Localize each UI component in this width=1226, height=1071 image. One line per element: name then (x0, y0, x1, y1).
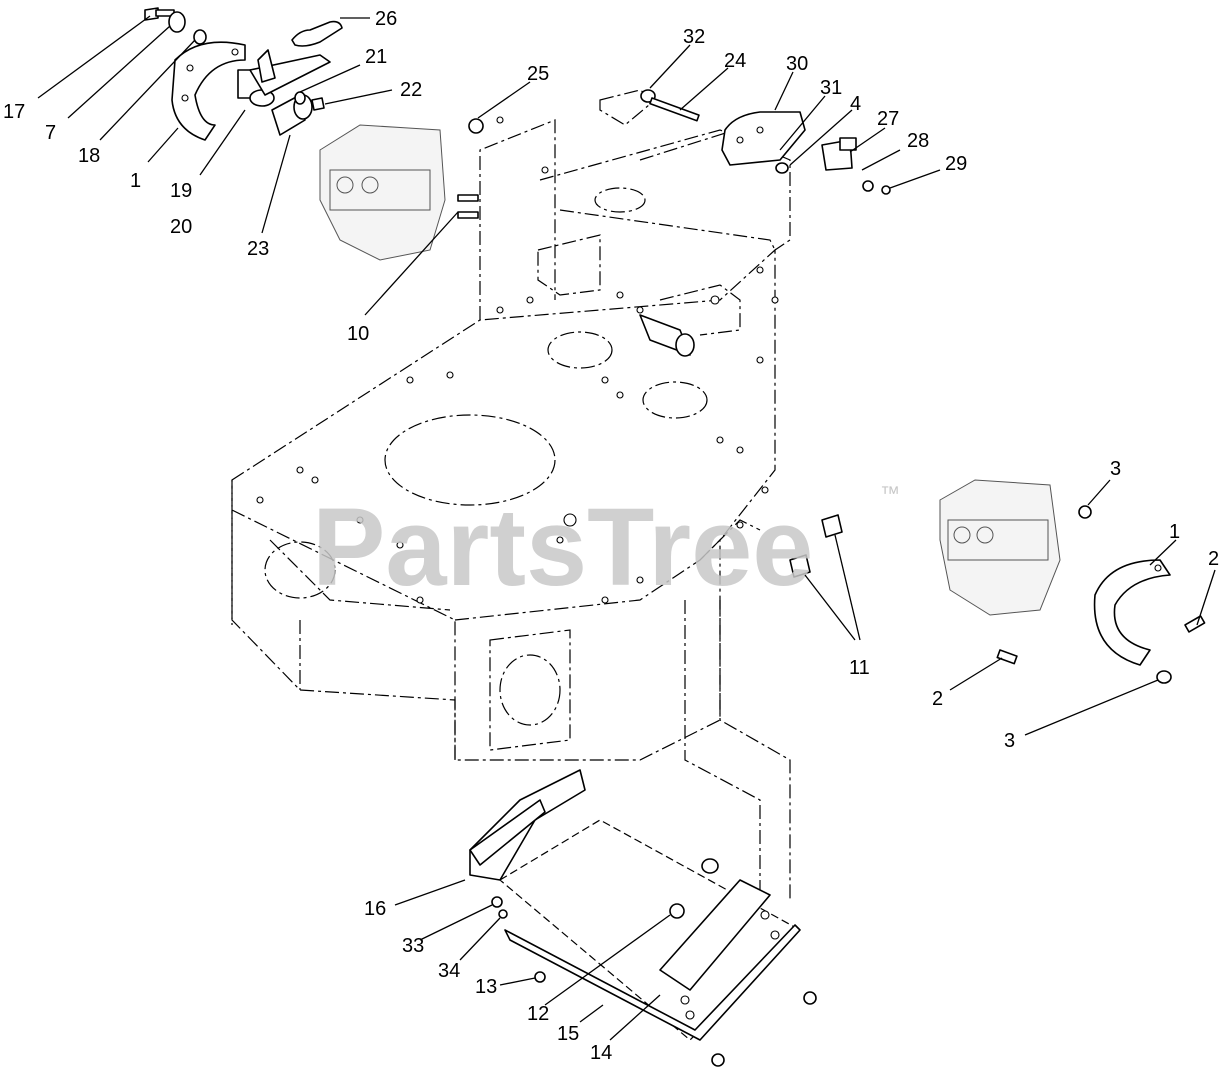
right-belt-guide (996, 505, 1206, 684)
callout-28: 28 (907, 130, 929, 152)
callout-19: 19 (170, 180, 192, 202)
leader-lines (37, 15, 1216, 1041)
callout-10: 10 (347, 323, 369, 345)
callout-13: 13 (475, 976, 497, 998)
clutch-linkage (144, 7, 343, 141)
callout-7: 7 (45, 122, 56, 144)
callout-17: 17 (3, 101, 25, 123)
bottom-plate-assembly (469, 769, 817, 1067)
bolts-11 (789, 514, 843, 578)
frame-holes (256, 116, 779, 604)
callout-33: 33 (402, 935, 424, 957)
callout-31: 31 (820, 77, 842, 99)
callout-12: 12 (527, 1003, 549, 1025)
callout-14: 14 (590, 1042, 612, 1064)
callout-27: 27 (877, 108, 899, 130)
callout-23: 23 (247, 238, 269, 260)
callout-4: 4 (850, 93, 861, 115)
callout-29: 29 (945, 153, 967, 175)
engine-left (319, 124, 446, 261)
watermark: PartsTree ™ (312, 483, 900, 609)
callout-20: 20 (170, 216, 192, 238)
callout-15: 15 (557, 1023, 579, 1045)
watermark-trademark: ™ (880, 483, 900, 505)
callout-2-right: 2 (1208, 548, 1219, 570)
engine-right (939, 479, 1061, 616)
callout-16: 16 (364, 898, 386, 920)
callout-26: 26 (375, 8, 397, 30)
callout-32: 32 (683, 26, 705, 48)
callout-24: 24 (724, 50, 746, 72)
callout-3-top: 3 (1110, 458, 1121, 480)
callout-30: 30 (786, 53, 808, 75)
callout-3-bottom: 3 (1004, 730, 1015, 752)
callout-18: 18 (78, 145, 100, 167)
callout-1: 1 (130, 170, 141, 192)
callout-25: 25 (527, 63, 549, 85)
main-frame (231, 89, 791, 900)
watermark-text: PartsTree (312, 486, 813, 609)
callout-21: 21 (365, 46, 387, 68)
callout-1-right: 1 (1169, 521, 1180, 543)
callout-labels: 17 7 18 1 19 20 23 26 21 22 25 10 32 24 … (3, 8, 1219, 1064)
callout-22: 22 (400, 79, 422, 101)
bracket-assembly (640, 89, 891, 195)
callout-34: 34 (438, 960, 460, 982)
callout-11: 11 (849, 657, 870, 679)
bolts-10-25 (457, 118, 484, 219)
callout-2-left: 2 (932, 688, 943, 710)
